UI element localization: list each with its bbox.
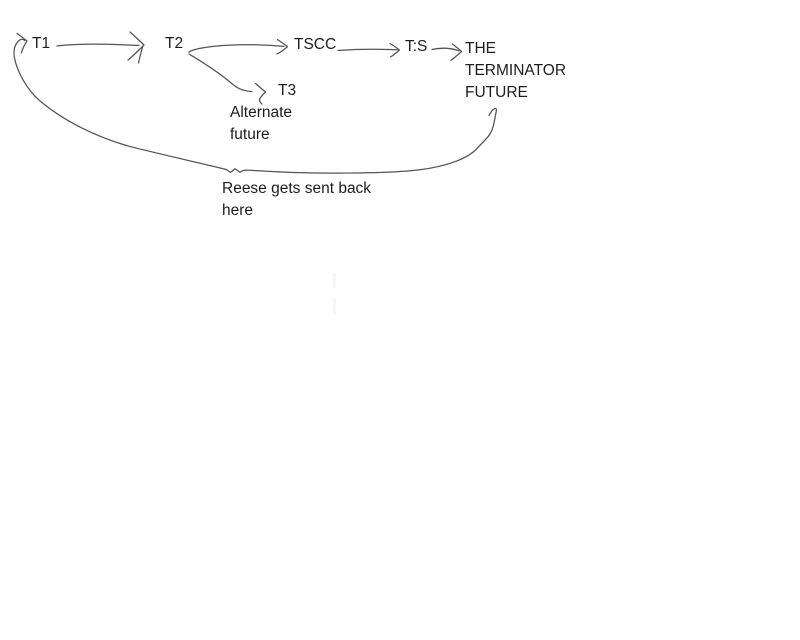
faint-cursor-mark-top [333,273,336,288]
node-label-terminator-future: THE TERMINATOR FUTURE [465,40,567,101]
node-label-tscc: TSCC [294,36,337,53]
edge-tscc-ts-line [337,48,398,52]
edge-return-curve-line [13,38,498,174]
edge-ts-future-line [431,47,460,52]
edge-ts-future-arrowhead [450,43,463,61]
node-label-t2: T2 [165,35,184,52]
annotation-reese-note: Reese gets sent back here [222,180,372,219]
node-label-t1: T1 [32,35,51,52]
edge-return-curve-arrowhead [16,32,28,54]
edge-t1-t2-arrowhead [127,31,145,64]
edge-t2-t3-arrowhead [254,82,267,105]
node-label-ts: T:S [405,38,428,55]
edge-t2-tscc-line [188,44,285,53]
node-label-t3: T3 [278,82,297,99]
annotation-alternate-future: Alternate future [230,104,293,143]
edge-t2-tscc-arrowhead [276,38,289,55]
edge-t2-t3-line [188,53,253,93]
edge-t1-t2-line [56,43,140,47]
faint-cursor-mark-bottom [333,298,336,315]
edge-tscc-ts-arrowhead [389,42,401,58]
